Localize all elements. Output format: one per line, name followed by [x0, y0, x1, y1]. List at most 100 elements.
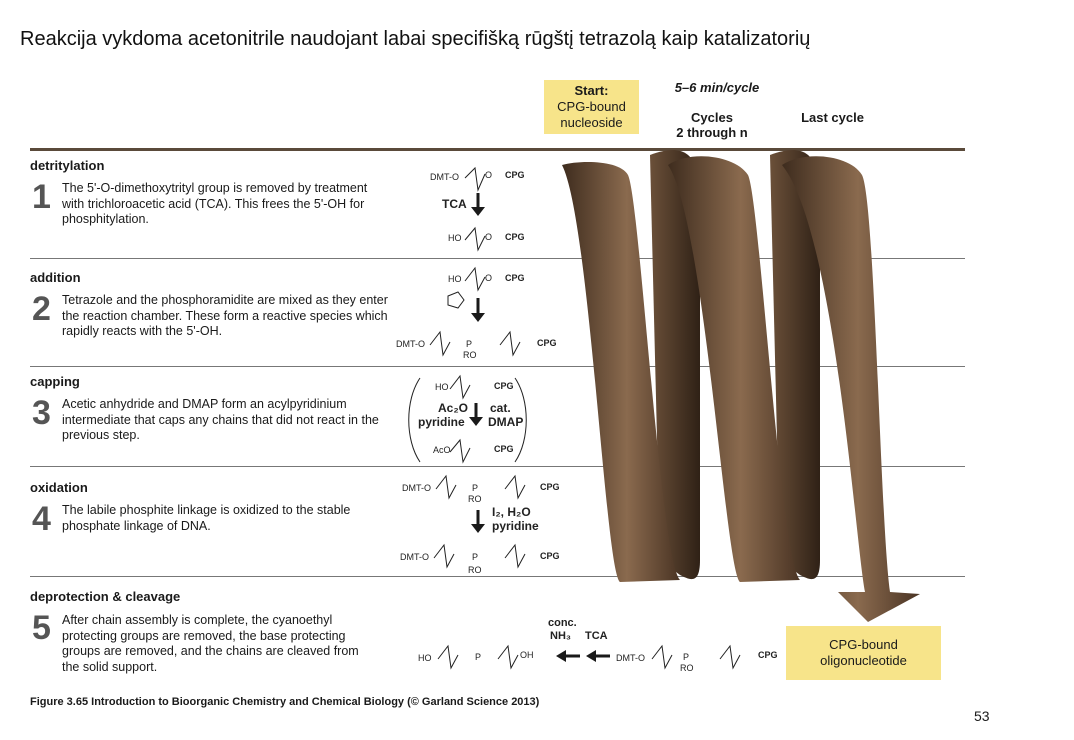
s3-pyridine: pyridine [418, 415, 465, 429]
start-line1: CPG-bound [557, 99, 626, 114]
last-cycle-header: Last cycle [801, 110, 864, 125]
s5-oh: OH [520, 650, 534, 660]
s4-sugar-3 [433, 543, 455, 569]
s5-p: P [475, 652, 481, 662]
s4-p2: P [472, 552, 478, 562]
end-line1: CPG-bound [829, 637, 898, 652]
s1-ho: HO [448, 233, 462, 243]
s5-cpg: CPG [758, 650, 778, 660]
s5-sugar-1 [437, 644, 459, 670]
spiral-back-loop-2 [770, 150, 820, 580]
s1-cpg2: CPG [505, 232, 525, 242]
s2-cpg2: CPG [537, 338, 557, 348]
step-2-number: 2 [32, 290, 51, 328]
s2-sugar-left [429, 330, 451, 357]
step-3-title: capping [30, 374, 80, 389]
s4-arrow-head [471, 524, 485, 533]
step-2-desc: Tetrazole and the phosphoramidite are mi… [62, 293, 388, 338]
s2-dmt-o: DMT-O [396, 339, 425, 349]
s5-sugar-4 [719, 644, 741, 670]
s4-sugar-4 [504, 543, 526, 569]
s1-sugar-bottom [464, 226, 486, 252]
s3-dmap: DMAP [488, 415, 523, 429]
s4-cpg: CPG [540, 482, 560, 492]
s5-ro: RO [680, 663, 694, 673]
start-label: Start: [574, 83, 609, 98]
cycles-header: Cycles 2 through n [662, 110, 762, 140]
step-2-title: addition [30, 270, 81, 285]
header-rule [30, 148, 965, 151]
divider-1 [30, 258, 965, 259]
s1-dmt-o: DMT-O [430, 172, 459, 182]
divider-3 [30, 466, 965, 467]
s4-cpg2: CPG [540, 551, 560, 561]
s4-ro2: RO [468, 565, 482, 575]
s1-o2: O [485, 232, 492, 242]
s2-sugar-top [464, 266, 486, 292]
s4-dmt-o2: DMT-O [400, 552, 429, 562]
s5-sugar-2 [497, 644, 519, 670]
s1-tca: TCA [442, 197, 467, 211]
step-5-number: 5 [32, 609, 51, 647]
s3-aco: AcO [433, 445, 451, 455]
step-1-title: detritylation [30, 158, 105, 173]
s5-tca: TCA [585, 630, 608, 642]
s3-paren-left [408, 377, 421, 463]
figure-caption: Figure 3.65 Introduction to Bioorganic C… [30, 696, 540, 708]
end-line2: oligonucleotide [820, 653, 907, 668]
s4-sugar-2 [504, 474, 526, 500]
divider-4 [30, 576, 965, 577]
s1-arrow-head [471, 207, 485, 216]
s5-dmt-o: DMT-O [616, 653, 645, 663]
step-5-desc: After chain assembly is complete, the cy… [62, 613, 359, 674]
cycles-line1: Cycles [691, 110, 733, 125]
divider-2 [30, 366, 965, 367]
start-box: Start: CPG-bound nucleoside [544, 80, 639, 134]
s4-ro: RO [468, 494, 482, 504]
cycles-line2: 2 through n [676, 125, 748, 140]
s3-sugar-top [449, 374, 471, 400]
s2-sugar-right [499, 330, 521, 357]
s2-o: O [485, 273, 492, 283]
step-4-title: oxidation [30, 480, 88, 495]
s1-cpg: CPG [505, 170, 525, 180]
step-3-number: 3 [32, 394, 51, 432]
spiral-back-loop-1 [650, 150, 700, 580]
step-1-number: 1 [32, 178, 51, 216]
s5-arrow-2-head [586, 650, 596, 662]
s2-ro: RO [463, 350, 477, 360]
s5-p2: P [683, 652, 689, 662]
step-4-desc: The labile phosphite linkage is oxidized… [62, 503, 351, 533]
step-5-title: deprotection & cleavage [30, 589, 181, 604]
step-1-desc: The 5'-O-dimethoxytrityl group is remove… [62, 181, 368, 226]
end-box: CPG-bound oligonucleotide [786, 626, 941, 680]
page-number: 53 [974, 708, 990, 724]
s5-arrow-1-head [556, 650, 566, 662]
slide-title: Reakcija vykdoma acetonitrile naudojant … [20, 28, 811, 50]
s3-ac2o: Ac₂O [438, 401, 468, 415]
s2-arrow-head [471, 313, 485, 322]
step-3-desc: Acetic anhydride and DMAP form an acylpy… [62, 397, 379, 442]
s3-cat: cat. [490, 401, 511, 415]
s4-p: P [472, 483, 478, 493]
s1-o: O [485, 170, 492, 180]
s4-i2h2o: I₂, H₂O [492, 505, 531, 519]
s4-sugar-1 [435, 474, 457, 500]
s5-ho: HO [418, 653, 432, 663]
s2-p: P [466, 339, 472, 349]
s2-ho: HO [448, 274, 462, 284]
spiral-front-1 [562, 162, 680, 582]
s3-arrow-head [469, 417, 483, 426]
cycle-time: 5–6 min/cycle [674, 80, 760, 95]
s1-sugar-top [464, 166, 486, 192]
s4-pyridine: pyridine [492, 519, 539, 533]
spiral-front-2 [668, 156, 800, 583]
s5-conc: conc. [548, 617, 577, 629]
s5-nh3: NH₃ [550, 630, 571, 642]
s2-tetrazole-icon [447, 291, 465, 309]
s3-cpg: CPG [494, 381, 514, 391]
s2-cpg: CPG [505, 273, 525, 283]
s3-paren-right [514, 377, 527, 463]
